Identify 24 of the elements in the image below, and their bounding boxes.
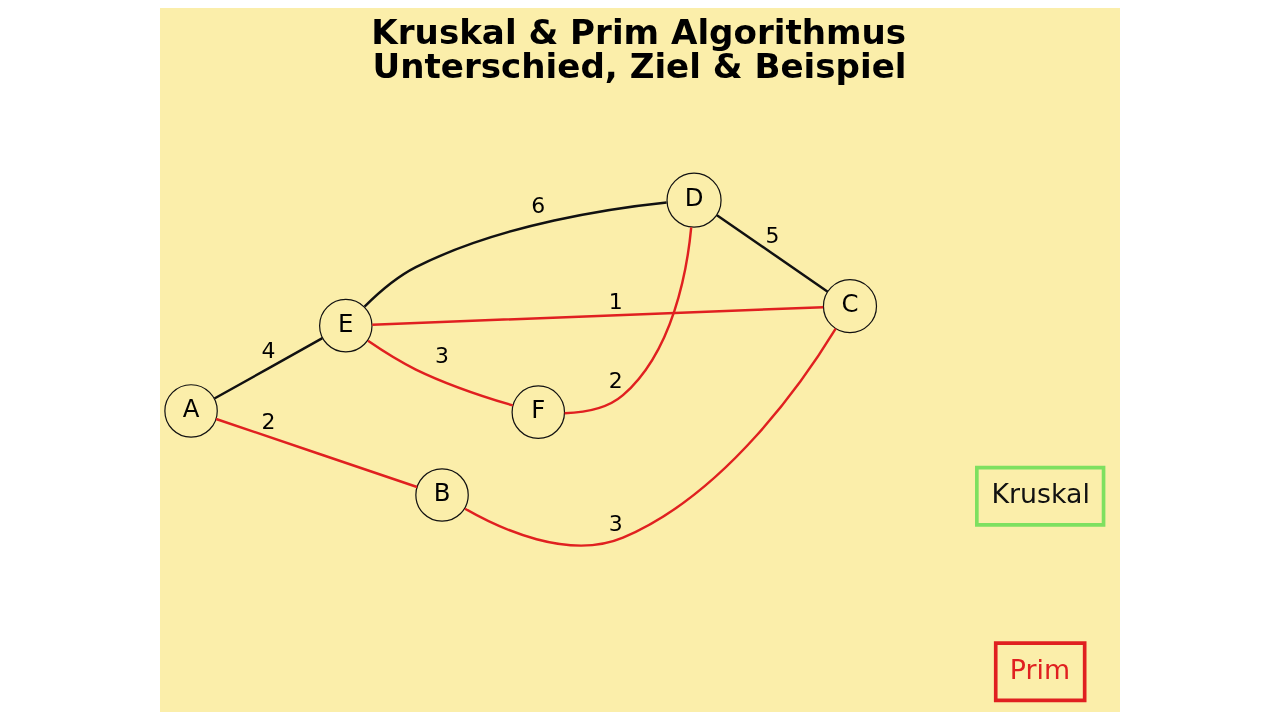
node-circle: F xyxy=(511,385,566,439)
edge-label: 3 xyxy=(435,342,450,368)
edge-label: 4 xyxy=(261,337,276,363)
legend-label: Kruskal xyxy=(991,478,1090,510)
node-circle: A xyxy=(164,384,218,438)
edge-label: 5 xyxy=(765,223,780,249)
connector xyxy=(213,337,323,400)
connector xyxy=(363,201,667,308)
node-circle: B xyxy=(415,468,469,522)
node-circle: E xyxy=(319,298,373,353)
edge-label: 2 xyxy=(608,368,623,394)
connector xyxy=(372,305,824,326)
connector xyxy=(564,227,693,415)
edge-label: 3 xyxy=(608,510,623,536)
connector xyxy=(215,417,418,489)
edge-label: 6 xyxy=(531,192,546,218)
legend-label: Prim xyxy=(1009,653,1070,685)
connector xyxy=(367,339,514,407)
edge-label: 2 xyxy=(261,408,276,434)
edge-label: 1 xyxy=(608,289,623,315)
connector xyxy=(464,328,837,547)
node-circle: C xyxy=(822,279,878,334)
connector xyxy=(716,214,829,293)
node-circle: D xyxy=(666,172,722,228)
